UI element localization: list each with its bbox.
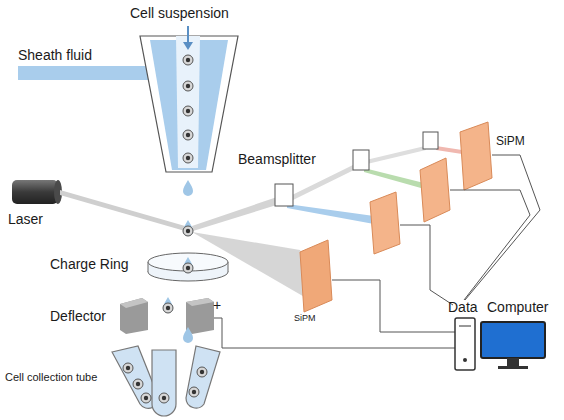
part-label: Beamsplitter: [238, 152, 316, 167]
part-label: Charge Ring: [50, 257, 129, 272]
part-label: Cell collection tube: [5, 371, 97, 383]
part-label: Computer: [487, 300, 548, 315]
part-label: Laser: [8, 212, 43, 227]
part-label: Deflector: [50, 309, 106, 324]
detector-label: SiPM: [294, 314, 316, 324]
detector-label: SiPM: [496, 135, 525, 148]
part-label: Cell suspension: [130, 6, 229, 21]
polarity-sign: +: [213, 298, 221, 313]
part-label: Data: [448, 300, 478, 315]
part-label: Sheath fluid: [18, 48, 92, 63]
